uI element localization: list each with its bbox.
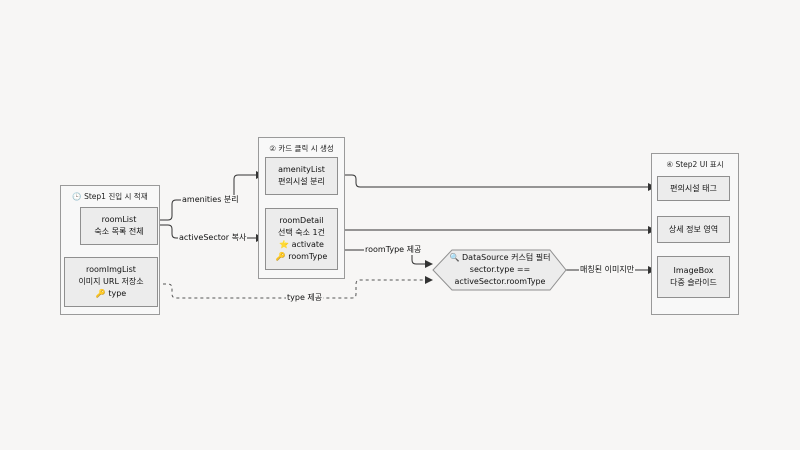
node-image-box-name: ImageBox xyxy=(673,266,714,275)
node-detail-area-label: 상세 정보 영역 xyxy=(668,224,719,234)
node-amenity-list-desc: 편의시설 분리 xyxy=(278,177,325,186)
node-room-img-list-key: 🔑 type xyxy=(95,289,127,298)
edge-label-type-provide: type 제공 xyxy=(286,293,324,303)
node-room-list-name: roomList xyxy=(101,215,137,224)
node-amenity-list: amenityList 편의시설 분리 xyxy=(265,157,338,195)
node-image-box-desc: 다중 슬라이드 xyxy=(670,278,717,287)
group-step2-title: ④ Step2 UI 표시 xyxy=(666,160,724,169)
edge-label-room-type-provide: roomType 제공 xyxy=(364,245,423,255)
group-card-click-title: ② 카드 클릭 시 생성 xyxy=(269,144,334,153)
node-room-detail: roomDetail 선택 숙소 1건 ⭐ activate 🔑 roomTyp… xyxy=(265,208,338,270)
node-amenity-tag: 편의시설 태그 xyxy=(657,176,730,201)
edge-label-active-sector-copy: activeSector 복사 xyxy=(178,233,248,243)
edge-type-provide xyxy=(157,276,433,299)
node-room-detail-activate: ⭐ activate xyxy=(279,240,324,249)
node-datasource-filter: 🔍 DataSource 커스텀 필터 sector.type == activ… xyxy=(440,252,560,288)
node-amenity-list-name: amenityList xyxy=(278,165,325,174)
group-step1-title: 🕒 Step1 진입 시 적재 xyxy=(72,192,148,201)
datasource-filter-hexagon xyxy=(432,249,567,291)
node-room-img-list-name: roomImgList xyxy=(86,265,136,274)
node-room-img-list-desc: 이미지 URL 저장소 xyxy=(78,277,144,286)
edge-amenity-to-tag xyxy=(337,174,656,191)
node-image-box: ImageBox 다중 슬라이드 xyxy=(657,256,730,298)
edge-label-matched-images: 매칭된 이미지만 xyxy=(579,265,636,275)
edge-active-sector-copy xyxy=(157,224,264,242)
node-detail-area: 상세 정보 영역 xyxy=(657,216,730,243)
node-room-detail-name: roomDetail xyxy=(279,216,324,225)
node-room-img-list: roomImgList 이미지 URL 저장소 🔑 type xyxy=(64,257,158,307)
node-amenity-tag-label: 편의시설 태그 xyxy=(670,183,717,193)
node-room-detail-desc: 선택 숙소 1건 xyxy=(278,228,325,237)
node-room-list: roomList 숙소 목록 전체 xyxy=(80,207,158,245)
node-datasource-filter-title: 🔍 DataSource 커스텀 필터 xyxy=(449,253,551,262)
node-datasource-filter-cond1: sector.type == xyxy=(469,265,531,274)
node-room-list-desc: 숙소 목록 전체 xyxy=(94,227,144,236)
node-room-detail-key: 🔑 roomType xyxy=(275,252,328,261)
node-datasource-filter-cond2: activeSector.roomType xyxy=(454,277,546,286)
edge-label-amenities-split: amenities 분리 xyxy=(181,195,240,205)
